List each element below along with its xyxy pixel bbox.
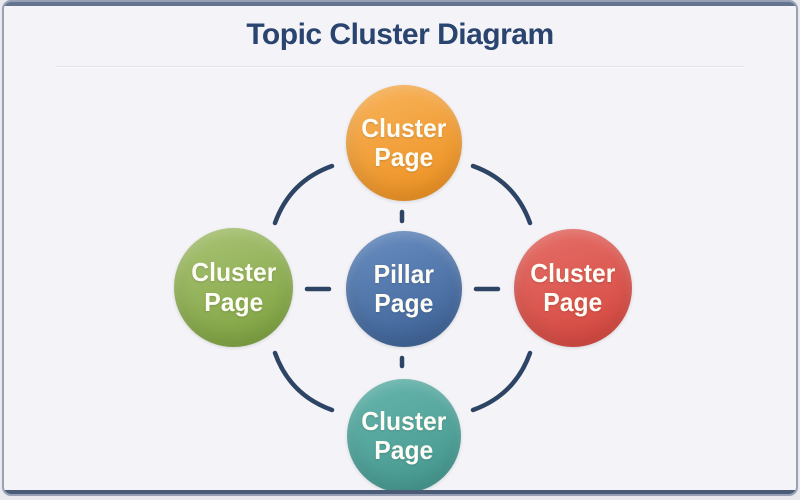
cluster-page-node-bottom: Cluster Page bbox=[347, 379, 461, 493]
cluster-right-label: Cluster Page bbox=[530, 257, 616, 317]
pillar-page-node: Pillar Page bbox=[346, 231, 462, 347]
arrow-bottom-cluster-to-right-cluster bbox=[470, 350, 533, 413]
header: Topic Cluster Diagram bbox=[4, 2, 796, 67]
top-accent-bar bbox=[4, 2, 796, 6]
cluster-page-node-right: Cluster Page bbox=[514, 229, 632, 347]
arrow-left-cluster-to-top-cluster bbox=[272, 163, 335, 226]
arrow-top-cluster-to-right-cluster bbox=[470, 163, 533, 226]
pillar-label: Pillar Page bbox=[373, 258, 435, 318]
arrow-left-cluster-to-bottom-cluster bbox=[272, 350, 335, 413]
topic-cluster-diagram: Cluster Page Cluster Page Pillar Page Cl… bbox=[4, 2, 796, 494]
cluster-bottom-label: Cluster Page bbox=[361, 405, 447, 465]
header-divider bbox=[56, 66, 744, 67]
page-title: Topic Cluster Diagram bbox=[246, 18, 554, 51]
bottom-accent-bar bbox=[4, 490, 796, 494]
cluster-page-node-top: Cluster Page bbox=[346, 85, 462, 201]
cluster-top-label: Cluster Page bbox=[361, 112, 447, 172]
cluster-page-node-left: Cluster Page bbox=[174, 228, 293, 347]
cluster-left-label: Cluster Page bbox=[190, 257, 277, 317]
